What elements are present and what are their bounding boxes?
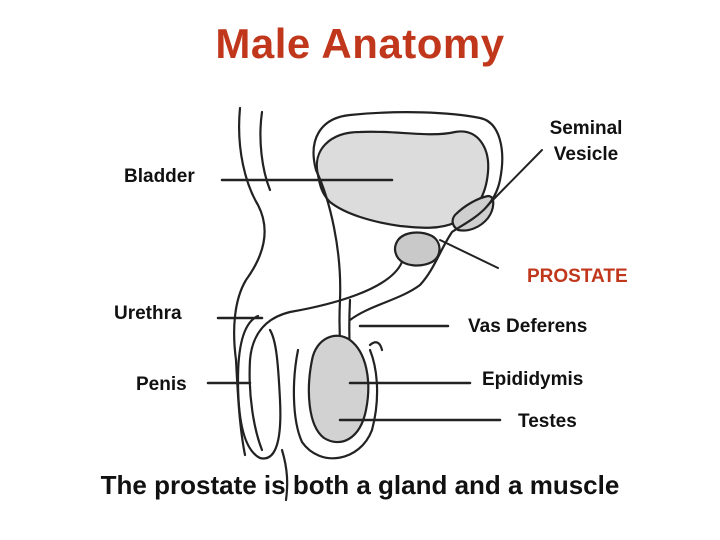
- label-seminal-vesicle-line1: Seminal: [549, 118, 623, 139]
- penis-outline: [236, 314, 282, 460]
- scrotum-right-edge: [368, 341, 384, 352]
- label-penis: Penis: [136, 374, 187, 395]
- label-urethra: Urethra: [114, 303, 182, 324]
- penis-tip: [280, 448, 289, 502]
- label-seminal-vesicle-line2: Vesicle: [553, 144, 619, 165]
- leader-prostate: [439, 239, 499, 269]
- label-testes: Testes: [518, 411, 577, 432]
- prostate-shape: [393, 231, 441, 267]
- body-back-outline-inner: [259, 110, 272, 192]
- label-vas-deferens: Vas Deferens: [468, 316, 588, 337]
- label-bladder: Bladder: [124, 166, 195, 187]
- bladder-shape: [315, 130, 490, 229]
- testis-shape: [307, 334, 370, 444]
- diagram-title: Male Anatomy: [215, 20, 505, 67]
- leader-seminal-vesicle: [487, 149, 543, 206]
- seminal-vesicle-shape: [451, 194, 495, 232]
- scrotum-outline: [292, 348, 379, 460]
- caption: The prostate is both a gland and a muscl…: [100, 470, 620, 500]
- label-prostate: PROSTATE: [527, 266, 628, 287]
- label-seminal-vesicle: Seminal Vesicle: [536, 116, 636, 168]
- label-epididymis: Epididymis: [482, 369, 584, 390]
- urethra-path: [248, 260, 404, 452]
- vas-deferens-path: [312, 111, 504, 422]
